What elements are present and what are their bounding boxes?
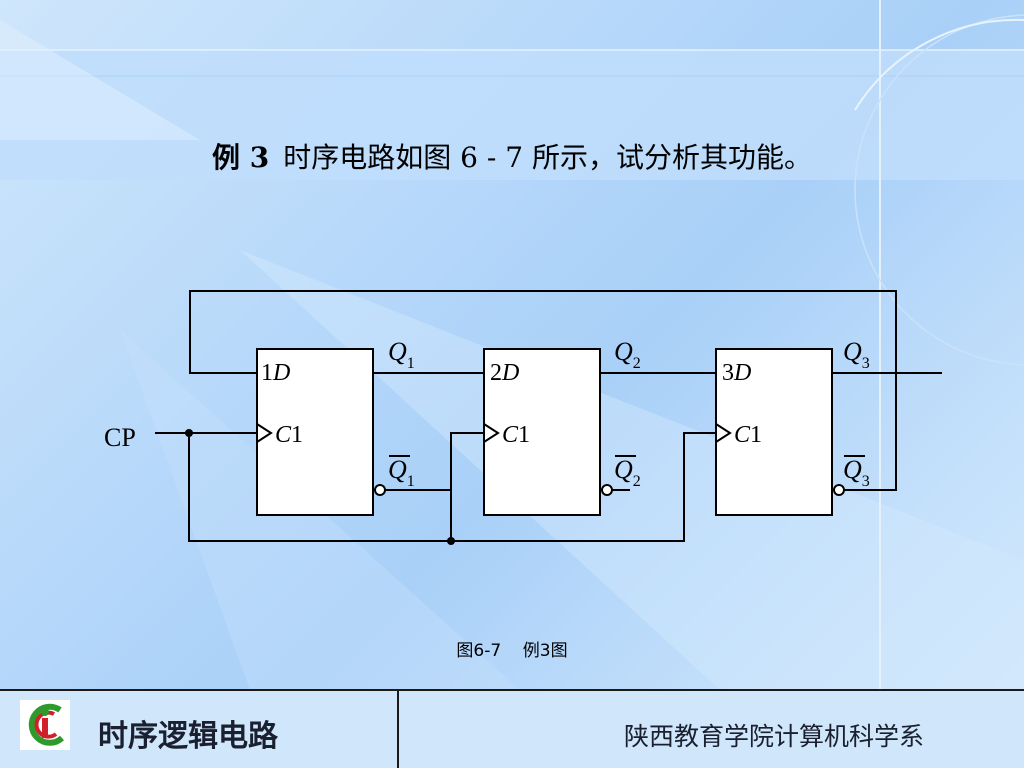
- ff1-q-letter: Q: [388, 337, 407, 366]
- ff2-q-sub: 2: [633, 355, 641, 372]
- ff3-d-prefix: 3: [722, 360, 734, 386]
- cp-down-wire: [188, 432, 716, 542]
- clock-junction-dot: [447, 537, 455, 545]
- svg-text:C1: C1: [275, 422, 303, 448]
- feedback-wire: [189, 290, 897, 491]
- svg-text:Q2: Q2: [614, 337, 641, 372]
- wiring: [155, 290, 942, 542]
- svg-text:C1: C1: [734, 422, 762, 448]
- ff3-clk-num: 1: [750, 422, 762, 448]
- college-logo-icon: [20, 700, 70, 750]
- footer-bar: 时序逻辑电路 陕西教育学院计算机科学系: [0, 689, 1024, 768]
- svg-text:Q3: Q3: [843, 455, 870, 490]
- flipflop-3: 3D C1 Q3 Q3: [715, 337, 870, 516]
- ff2-qbar-sub: 2: [633, 473, 641, 490]
- svg-text:Q1: Q1: [388, 337, 415, 372]
- institution-name: 陕西教育学院计算机科学系: [623, 722, 924, 751]
- ff2-clk-num: 1: [518, 422, 530, 448]
- ff3-d-letter: D: [733, 360, 751, 386]
- ff2-q-letter: Q: [614, 337, 633, 366]
- ff3-q-letter: Q: [843, 337, 862, 366]
- example-number: 例 3: [212, 141, 270, 174]
- flipflop-1: 1D C1 Q1 Q1: [256, 337, 415, 516]
- svg-text:Q1: Q1: [388, 455, 415, 490]
- svg-text:Q3: Q3: [843, 337, 870, 372]
- ff3-qbar-sub: 3: [862, 473, 870, 490]
- ff2-d-letter: D: [501, 360, 519, 386]
- footer-left-panel: 时序逻辑电路: [0, 691, 399, 768]
- ff1-d-prefix: 1: [261, 360, 273, 386]
- flipflop-2: 2D C1 Q2 Q2: [483, 337, 641, 516]
- ff3-clk-letter: C: [734, 422, 751, 448]
- svg-text:C1: C1: [502, 422, 530, 448]
- figure-caption: 图6-7 例3图: [456, 641, 568, 661]
- cp-junction-dot: [185, 429, 193, 437]
- slide-title: 例 3 时序电路如图 6 - 7 所示，试分析其功能。: [0, 136, 1024, 176]
- svg-text:2D: 2D: [490, 360, 519, 386]
- ff2-qbar-letter: Q: [614, 455, 633, 484]
- ff1-qbar-letter: Q: [388, 455, 407, 484]
- ff1-qbar-sub: 1: [407, 473, 415, 490]
- q1bar-to-c2-wire: [385, 489, 452, 541]
- ff2-clk-letter: C: [502, 422, 519, 448]
- ff1-q-sub: 1: [407, 355, 415, 372]
- svg-text:1D: 1D: [261, 360, 290, 386]
- ff1-clk-letter: C: [275, 422, 292, 448]
- question-text: 时序电路如图 6 - 7 所示，试分析其功能。: [283, 141, 812, 174]
- ff3-qbar-letter: Q: [843, 455, 862, 484]
- course-title: 时序逻辑电路: [98, 719, 278, 754]
- ff3-q-sub: 3: [862, 355, 870, 372]
- ff2-d-prefix: 2: [490, 360, 502, 386]
- ff1-d-letter: D: [272, 360, 290, 386]
- svg-text:Q2: Q2: [614, 455, 641, 490]
- ff1-clk-num: 1: [291, 422, 303, 448]
- cp-label: CP: [104, 423, 136, 452]
- svg-text:3D: 3D: [722, 360, 751, 386]
- c2-input-wire: [450, 432, 484, 541]
